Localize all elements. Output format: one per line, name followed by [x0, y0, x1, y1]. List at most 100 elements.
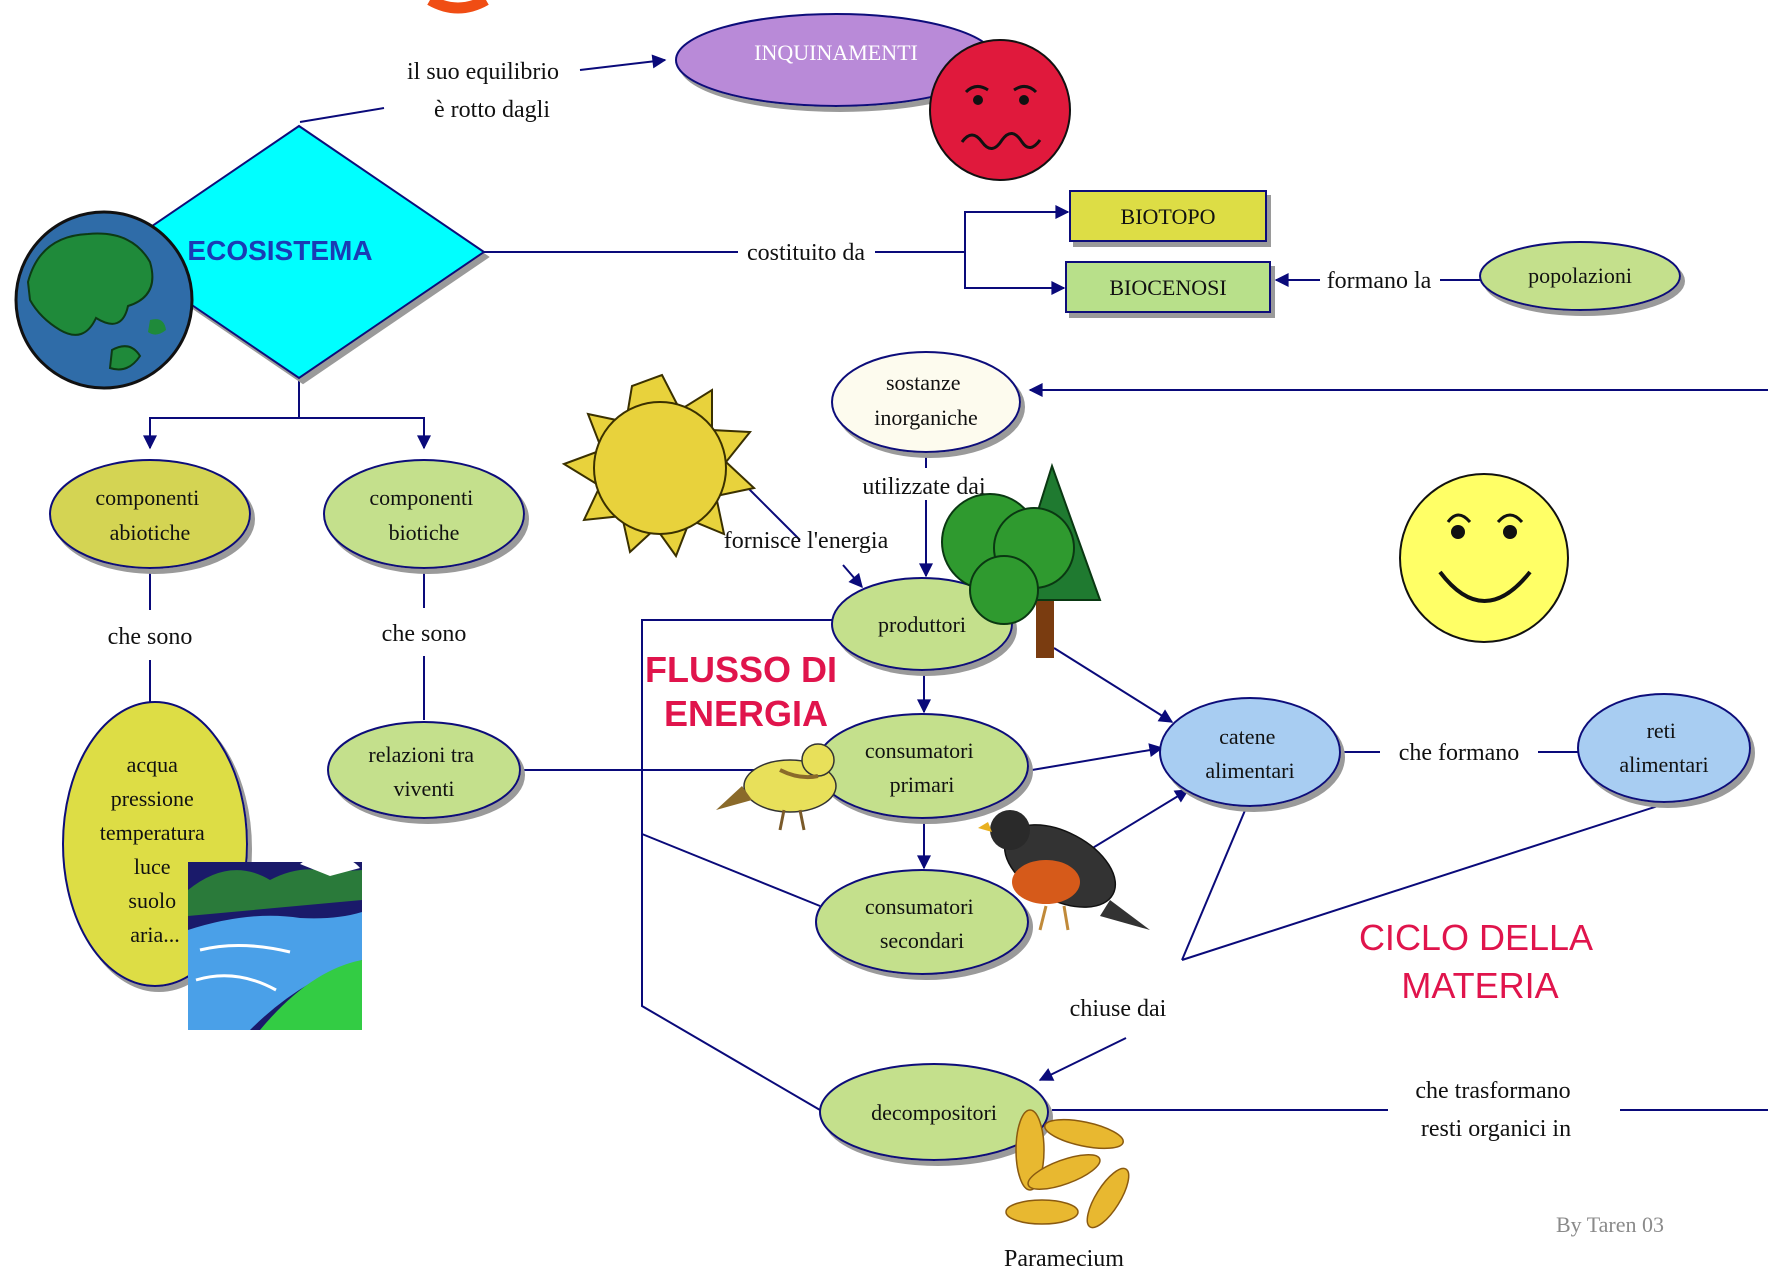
- svg-text:sostanze inorganiche: sostanze inorganiche: [874, 370, 977, 430]
- flusso-line-1: FLUSSO DI: [645, 649, 837, 690]
- ecosistema-node: ECOSISTEMA: [112, 124, 486, 380]
- sostanze-line-2: inorganiche: [874, 405, 977, 430]
- label-che-formano: che formano: [1399, 740, 1520, 766]
- edge-fornisce: [842, 564, 863, 589]
- svg-text:reti alimentari: reti alimentari: [1619, 718, 1708, 777]
- svg-text:acqua pressione te: acqua pressione temperatura luce suolo a…: [100, 752, 211, 947]
- edge-ecosistema-down-2: [299, 417, 431, 450]
- label-utilizzate: utilizzate dai: [862, 474, 986, 500]
- reti-node: reti alimentari: [1577, 693, 1751, 803]
- reti-line-2: alimentari: [1619, 752, 1708, 777]
- relazioni-line-2: viventi: [393, 776, 454, 801]
- biotopo-node: BIOTOPO: [1069, 190, 1267, 242]
- abiotiche-line-2: abiotiche: [110, 520, 191, 545]
- ecosistema-label: ECOSISTEMA: [187, 235, 372, 266]
- edge-cons1-catene: [1031, 743, 1164, 771]
- label-trasformano-2: resti organici in: [1421, 1116, 1571, 1142]
- sad-face-icon: [929, 39, 1071, 181]
- biocenosi-node: BIOCENOSI: [1065, 261, 1271, 313]
- produttori-label: produttori: [878, 612, 966, 637]
- svg-text:catene alimentari: catene alimentari: [1205, 724, 1294, 783]
- paramecium-icon: [1005, 1109, 1130, 1229]
- edge-bracket: [641, 619, 832, 1111]
- abiotic-item-6: aria...: [130, 922, 179, 947]
- ciclo-line-2: MATERIA: [1401, 965, 1558, 1006]
- tree-icon: [941, 462, 1102, 658]
- label-trasformano-1: che trasformano: [1415, 1078, 1570, 1104]
- inquinamenti-label: INQUINAMENTI: [754, 40, 918, 65]
- credit: By Taren 03: [1556, 1212, 1664, 1237]
- componenti-biotiche-node: componenti biotiche: [323, 459, 525, 569]
- edge-biotopo: [964, 205, 1070, 252]
- decompositori-node: decompositori: [819, 1063, 1049, 1161]
- label-paramecium: Paramecium: [1004, 1246, 1124, 1272]
- svg-text:CICLO DELLA MATERIA: CICLO DELLA MATERIA: [1359, 917, 1601, 1006]
- title-fragment: [427, 0, 489, 14]
- globe-icon: [14, 210, 194, 390]
- svg-text:relazioni tra viventi: relazioni tra viventi: [368, 742, 479, 801]
- svg-text:FLUSSO DI ENERGIA: FLUSSO DI ENERGIA: [645, 649, 847, 734]
- sostanze-node: sostanze inorganiche: [831, 351, 1021, 453]
- consumatori-primari-node: consumatori primari: [815, 713, 1029, 819]
- biocenosi-label: BIOCENOSI: [1109, 275, 1226, 300]
- edge-sun: [747, 487, 801, 541]
- primari-line-1: consumatori: [865, 738, 974, 763]
- catene-node: catene alimentari: [1159, 697, 1341, 807]
- label-equilibrio-2: è rotto dagli: [434, 97, 550, 123]
- connectors: [143, 54, 1768, 1111]
- sun-icon: [561, 373, 757, 559]
- label-fornisce: fornisce l'energia: [724, 528, 889, 554]
- label-chiuse: chiuse dai: [1070, 996, 1167, 1022]
- abiotic-item-2: pressione: [111, 786, 194, 811]
- edge-chiuse: [1038, 1037, 1127, 1081]
- robin-icon: [978, 810, 1150, 931]
- label-che-sono-2: che sono: [382, 621, 467, 647]
- edge-bracket-cons2: [641, 833, 821, 907]
- label-che-sono-1: che sono: [108, 624, 193, 650]
- edge-equilibrio-1: [299, 107, 385, 123]
- catene-line-2: alimentari: [1205, 758, 1294, 783]
- edge-catene-decomp: [1181, 807, 1247, 961]
- secondari-line-1: consumatori: [865, 894, 974, 919]
- landscape-icon: [188, 855, 362, 1030]
- sostanze-line-1: sostanze: [886, 370, 961, 395]
- componenti-abiotiche-node: componenti abiotiche: [49, 459, 251, 569]
- biotopo-label: BIOTOPO: [1121, 204, 1216, 229]
- edge-equilibrio-2: [579, 54, 667, 71]
- catene-line-1: catene: [1219, 724, 1275, 749]
- flusso-line-2: ENERGIA: [664, 693, 828, 734]
- biotiche-line-1: componenti: [369, 485, 473, 510]
- decompositori-label: decompositori: [871, 1100, 997, 1125]
- svg-text:il suo equilibrio è rotto: il suo equilibrio è rotto dagli: [407, 59, 565, 123]
- label-costituito: costituito da: [747, 240, 865, 266]
- abiotic-item-5: suolo: [128, 888, 176, 913]
- edge-biocenosi: [964, 252, 1066, 295]
- svg-text:che trasformano resti orga: che trasformano resti organici in: [1415, 1078, 1576, 1142]
- relazioni-line-1: relazioni tra: [368, 742, 474, 767]
- edge-ecosistema-down: [143, 378, 300, 450]
- biotiche-line-2: biotiche: [389, 520, 460, 545]
- ciclo-line-1: CICLO DELLA: [1359, 917, 1593, 958]
- svg-text:componenti biotiche: componenti biotiche: [369, 485, 478, 545]
- abiotic-item-3: temperatura: [100, 820, 205, 845]
- finch-icon: [716, 743, 837, 831]
- abiotiche-line-1: componenti: [95, 485, 199, 510]
- edge-reti-decomp: [1181, 803, 1665, 961]
- label-formano-la: formano la: [1327, 268, 1432, 294]
- consumatori-secondari-node: consumatori secondari: [815, 869, 1029, 975]
- popolazioni-node: popolazioni: [1479, 241, 1681, 311]
- edge-prod-catene: [1053, 647, 1174, 723]
- secondari-line-2: secondari: [880, 928, 964, 953]
- inquinamenti-node: INQUINAMENTI: [675, 13, 997, 107]
- svg-text:componenti abiotiche: componenti abiotiche: [95, 485, 204, 545]
- reti-line-1: reti: [1647, 718, 1676, 743]
- popolazioni-label: popolazioni: [1528, 263, 1632, 288]
- primari-line-2: primari: [890, 772, 955, 797]
- svg-text:consumatori primari: consumatori primari: [865, 738, 979, 797]
- smiley-face-icon: [1399, 473, 1569, 643]
- abiotic-item-4: luce: [134, 854, 171, 879]
- relazioni-node: relazioni tra viventi: [327, 721, 521, 819]
- svg-text:consumatori secondari: consumatori secondari: [865, 894, 979, 953]
- label-equilibrio-1: il suo equilibrio: [407, 59, 559, 85]
